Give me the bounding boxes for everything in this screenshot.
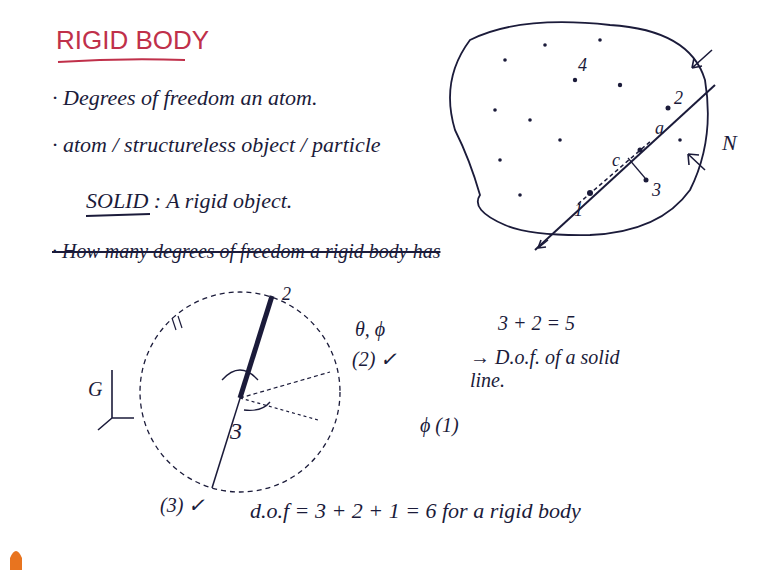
dashed-radius — [240, 398, 318, 420]
particles — [493, 38, 682, 197]
point-label: 2 — [282, 284, 291, 305]
point-label: 2 — [674, 88, 683, 109]
leader — [628, 158, 645, 178]
struck-question: · How many degrees of freedom a rigid bo… — [52, 240, 440, 263]
axis-line — [535, 85, 715, 250]
arrow — [692, 50, 712, 68]
count-label: N — [722, 130, 737, 155]
coordinate-axes — [98, 370, 134, 430]
count-label: (2) ✓ — [352, 348, 397, 371]
count-label: (3) ✓ — [160, 494, 205, 517]
axis-dashed — [578, 140, 652, 204]
point-label: 3 — [230, 418, 242, 446]
arrow — [538, 240, 548, 248]
bullet-text: · Degrees of freedom an atom. — [52, 85, 317, 110]
point-label: c — [612, 150, 620, 171]
title: RIGID BODY — [56, 26, 209, 56]
logo — [10, 551, 22, 570]
title-underline — [58, 59, 185, 62]
note: → D.o.f. of a solid line. — [470, 346, 640, 392]
underline — [86, 214, 150, 216]
point-label: 1 — [574, 200, 583, 221]
definition: SOLID : A rigid object. — [86, 188, 292, 213]
rotation-arc — [222, 370, 258, 380]
angle-label: ϕ (1) — [420, 414, 459, 437]
point-label: 3 — [652, 180, 661, 201]
rod — [212, 296, 272, 488]
tick-marks — [172, 316, 182, 330]
rotation-arc — [244, 402, 270, 410]
result-equation: d.o.f = 3 + 2 + 1 = 6 for a rigid body — [250, 498, 581, 523]
axis-label: G — [88, 378, 102, 401]
angle-label: θ, ϕ — [355, 318, 385, 341]
point-label: a — [655, 118, 664, 139]
equation: 3 + 2 = 5 — [498, 312, 575, 335]
point-label: 4 — [578, 55, 587, 76]
rigid-body-outline — [450, 22, 708, 235]
arrow — [688, 154, 705, 170]
bullet-text: · atom / structureless object / particle — [52, 132, 381, 157]
rotation-circle — [140, 292, 340, 492]
rod-thick — [240, 296, 272, 398]
